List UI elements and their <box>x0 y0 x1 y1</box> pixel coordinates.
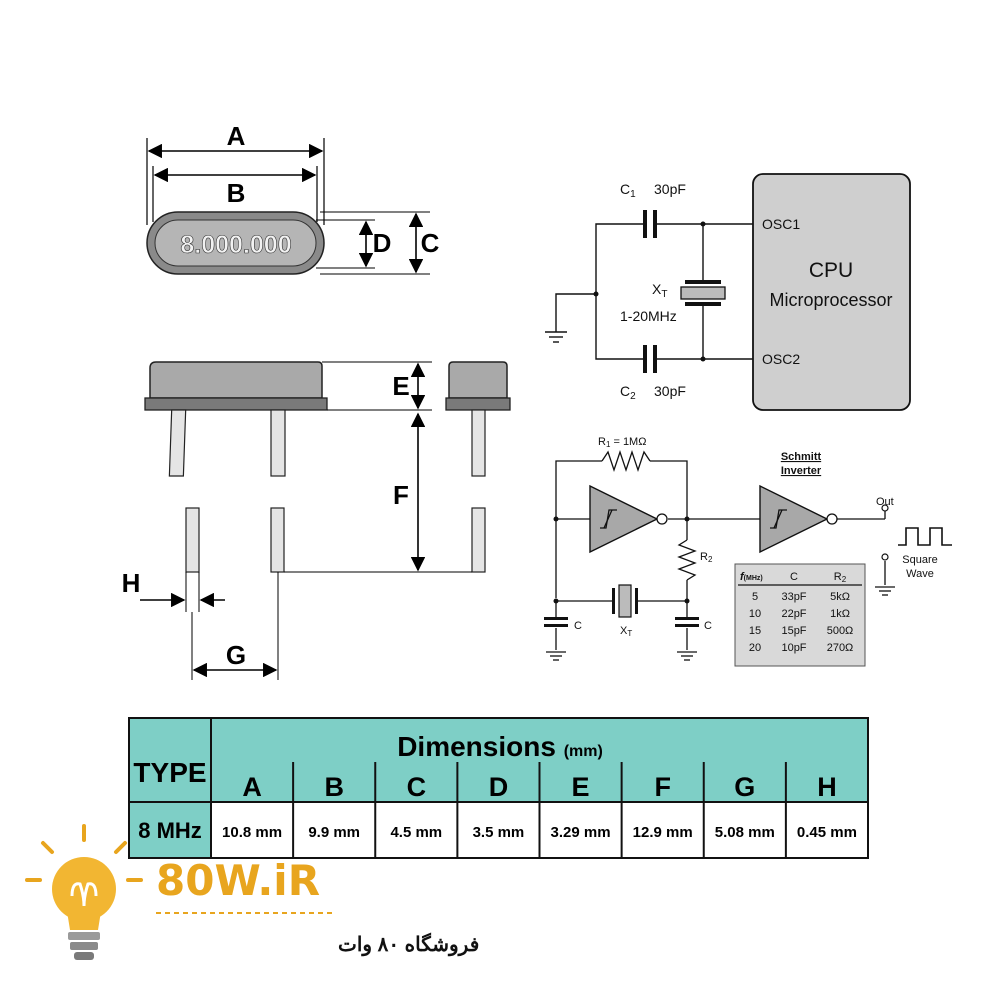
fv-cell: 5kΩ <box>830 591 850 603</box>
package-side-view: E F H G <box>122 361 511 680</box>
fv-cell: 20 <box>749 642 761 654</box>
package-top-view: A B 8.000.000 D C <box>146 121 440 275</box>
r2-label: R2 <box>700 551 713 564</box>
crystal-marking: 8.000.000 <box>180 231 291 259</box>
side-flange <box>144 397 328 411</box>
c2-label: C2 <box>620 383 636 402</box>
side-body <box>149 361 323 399</box>
dimension-value-f: 12.9 mm <box>633 824 693 841</box>
row-type-8mhz: 8 MHz <box>138 818 202 843</box>
fv-cell: 33pF <box>781 591 806 603</box>
brand-tagline: فروشگاه ۸۰ وات <box>338 932 479 957</box>
xtal-range: 1-20MHz <box>620 308 677 324</box>
dimension-value-a: 10.8 mm <box>222 824 282 841</box>
fv-cell: 1kΩ <box>830 608 850 620</box>
cpu-block <box>752 173 911 411</box>
r1-label: R1 = 1MΩ <box>598 436 646 449</box>
fv-header-f: f(MHz) <box>740 571 763 583</box>
schmitt-title-line1: Schmitt <box>781 451 822 463</box>
dimension-value-h: 0.45 mm <box>797 824 857 841</box>
c1-label: C1 <box>620 181 636 200</box>
cpu-subtitle: Microprocessor <box>769 290 892 310</box>
dim-label-b: B <box>227 178 246 208</box>
schmitt-title-line2: Inverter <box>781 465 822 477</box>
fv-cell: 10pF <box>781 642 806 654</box>
cap-right-label: C <box>704 620 712 632</box>
frequency-values-table: f(MHz) C R2 5 33pF 5kΩ 10 22pF 1kΩ 15 15pF 500Ω 2… <box>734 563 866 667</box>
xtal-label: XT <box>652 281 667 300</box>
fv-cell: 5 <box>752 591 758 603</box>
dimension-value-e: 3.29 mm <box>551 824 611 841</box>
cpu-oscillator-circuit: C1 30pF C2 30pF XT 1-20MHz OSC1 OSC2 CPU… <box>545 173 911 411</box>
xtal2-label: XT <box>620 625 632 638</box>
square-wave-label-1: Square <box>902 554 937 566</box>
table-header-background <box>129 718 868 802</box>
fv-cell: 15pF <box>781 625 806 637</box>
fv-header-c: C <box>790 571 798 583</box>
column-header-c: C <box>407 772 427 802</box>
column-header-e: E <box>572 772 590 802</box>
column-header-d: D <box>489 772 509 802</box>
dim-label-a: A <box>227 121 246 151</box>
c2-value: 30pF <box>654 383 686 399</box>
column-header-a: A <box>242 772 262 802</box>
c1-value: 30pF <box>654 181 686 197</box>
dim-label-c: C <box>421 228 440 258</box>
column-header-h: H <box>817 772 837 802</box>
osc2-pin-label: OSC2 <box>762 351 800 367</box>
dimensions-table: TYPE Dimensions (mm) 8 MHz A 10.8 mm B 9.9 … <box>128 717 869 859</box>
fv-cell: 270Ω <box>827 642 854 654</box>
dimension-value-d: 3.5 mm <box>473 824 525 841</box>
dim-label-g: G <box>226 640 246 670</box>
type-header: TYPE <box>133 757 206 788</box>
dimensions-title: Dimensions (mm) <box>397 731 603 762</box>
fv-cell: 10 <box>749 608 761 620</box>
dim-label-d: D <box>373 228 392 258</box>
column-header-f: F <box>654 772 671 802</box>
cap-left-label: C <box>574 620 582 632</box>
fv-cell: 22pF <box>781 608 806 620</box>
fv-cell: 15 <box>749 625 761 637</box>
dimension-value-b: 9.9 mm <box>308 824 360 841</box>
dim-label-f: F <box>393 480 409 510</box>
dim-label-h: H <box>122 568 141 598</box>
out-label: Out <box>876 496 894 508</box>
dimension-value-c: 4.5 mm <box>390 824 442 841</box>
schmitt-oscillator-circuit: R1 = 1MΩ R2 Schmitt Inverter Out Square … <box>544 436 952 667</box>
store-watermark: 80W.iR فروشگاه ۸۰ وات <box>25 824 479 960</box>
dim-label-e: E <box>392 371 409 401</box>
column-header-g: G <box>734 772 755 802</box>
table-type-cell-background <box>129 802 211 858</box>
fv-cell: 500Ω <box>827 625 854 637</box>
column-header-b: B <box>324 772 344 802</box>
fv-header-r: R2 <box>834 571 847 584</box>
crystal-body-inner <box>154 219 317 267</box>
end-view-body <box>448 361 508 399</box>
brand-name: 80W.iR <box>156 856 320 905</box>
lightbulb-icon <box>25 824 143 960</box>
cpu-title: CPU <box>809 259 853 282</box>
osc1-pin-label: OSC1 <box>762 216 800 232</box>
square-wave-label-2: Wave <box>906 568 934 580</box>
dimension-value-g: 5.08 mm <box>715 824 775 841</box>
square-wave-icon <box>898 527 952 546</box>
